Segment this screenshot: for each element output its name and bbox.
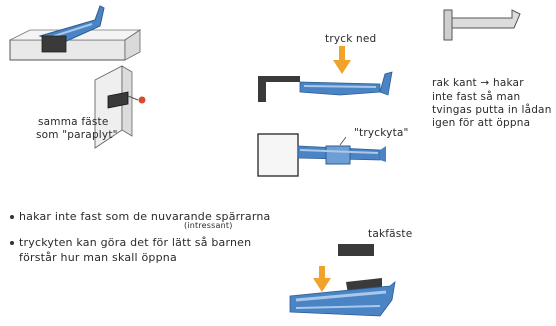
label-straight-edge-text: rak kant [432,77,477,89]
bullet-dot-icon [10,215,14,219]
label-straight-edge-note-line2: tvingas putta in lådan [432,104,552,116]
bullet-text: hakar inte fast som de nuvarande spärrar… [19,210,271,223]
bullet-dot-icon [10,241,14,245]
arrow-right-icon: → [480,77,490,89]
bullet-item-2-continuation: förstår hur man skall öppna [19,251,177,264]
label-hooks-text: hakar [492,77,524,89]
press-surface-latch-sketch [257,133,386,177]
label-straight-edge-note-line3: igen för att öppna [432,117,531,129]
label-same-mount-line2: som "paraplyt" [36,129,118,141]
bullet-text: tryckyten kan göra det för lätt så barne… [19,236,252,249]
straight-edge-hook-sketch [443,9,521,41]
label-straight-edge: rak kant → hakar [432,77,524,89]
label-press-surface: "tryckyta" [354,127,409,139]
ceiling-mount-sketch [289,244,396,317]
press-down-latch-sketch [258,46,393,102]
drawer-latch-sketch-top-left [9,5,142,61]
label-interesting: (intressant) [184,221,233,230]
label-same-mount-line1: samma fäste [38,116,109,128]
bullet-item-1: hakar inte fast som de nuvarande spärrar… [10,210,271,223]
bullet-item-2: tryckyten kan göra det för lätt så barne… [10,236,251,249]
umbrella-mount-sketch [94,65,146,149]
label-straight-edge-note-line1: inte fast så man [432,91,521,103]
label-press-down: tryck ned [325,33,377,45]
label-ceiling-mount: takfäste [368,228,413,240]
